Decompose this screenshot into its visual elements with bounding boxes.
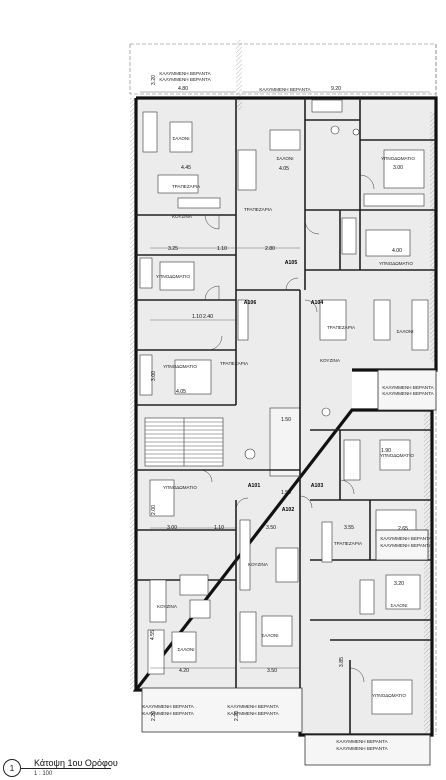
room-label: ΚΑΛΥΜΜΕΝΗ ΒΕΡΑΝΤΑ [227, 704, 279, 709]
room-label: ΥΠΝΟΔΩΜΑΤΙΟ [156, 274, 190, 279]
dim-label: 2.80 [265, 246, 275, 252]
southeast-balcony [304, 734, 431, 766]
unit-codes: A101 A102 A103 A104 A105 A106 [244, 260, 324, 513]
west-wall-hatch [130, 98, 137, 690]
dim-label: 3.00 [167, 525, 177, 531]
room-label: ΥΠΝΟΔΩΜΑΤΙΟ [163, 485, 197, 490]
dim-label: 4.80 [178, 86, 188, 92]
east-wall-hatch [430, 112, 436, 362]
dim-label: 4.05 [176, 389, 186, 395]
dim-label: 3.00 [151, 371, 157, 381]
drawing-marker: 1 [3, 759, 21, 777]
dim-label: 1.10 [192, 314, 202, 320]
room-label: ΚΑΛΥΜΜΕΝΗ ΒΕΡΑΝΤΑ [382, 391, 434, 396]
room-label: ΥΠΝΟΔΩΜΑΤΙΟ [163, 364, 197, 369]
east-balcony [377, 369, 437, 411]
dim-label: 3.20 [151, 75, 157, 85]
dim-label: 3.00 [393, 165, 403, 171]
dim-label: 9.20 [331, 86, 341, 92]
room-label: ΤΡΑΠΕΖΑΡΙΑ [334, 541, 363, 546]
room-label: ΤΡΑΠΕΖΑΡΙΑ [244, 207, 273, 212]
caption-rule [21, 768, 111, 769]
room-labels: ΚΑΛΥΜΜΕΝΗ ΒΕΡΑΝΤΑ ΚΑΛΥΜΜΕΝΗ ΒΕΡΑΝΤΑ ΚΑΛΥ… [142, 71, 434, 751]
unit-code: A102 [282, 507, 295, 513]
unit-code: A105 [285, 260, 298, 266]
dim-label: 2.40 [203, 314, 213, 320]
dim-label: 4.45 [181, 165, 191, 171]
dim-label: 4.00 [392, 248, 402, 254]
room-label: ΚΑΛΥΜΜΕΝΗ ΒΕΡΑΝΤΑ [159, 77, 211, 82]
dim-label: 3.20 [394, 581, 404, 587]
room-label: ΣΑΛΟΝΙ [276, 156, 293, 161]
room-label: ΚΟΥΖΙΝΑ [172, 214, 193, 219]
unit-code: A104 [311, 300, 324, 306]
dim-label: 2.20 [151, 711, 157, 721]
room-label: ΤΡΑΠΕΖΑΡΙΑ [220, 361, 249, 366]
unit-code: A103 [311, 483, 324, 489]
room-label: ΥΠΝΟΔΩΜΑΤΙΟ [379, 261, 413, 266]
room-label: ΚΑΛΥΜΜΕΝΗ ΒΕΡΑΝΤΑ [380, 543, 432, 548]
room-label: ΚΑΛΥΜΜΕΝΗ ΒΕΡΑΝΤΑ [336, 746, 388, 751]
east-balcony-lower [375, 529, 429, 561]
room-label: ΚΑΛΥΜΜΕΝΗ ΒΕΡΑΝΤΑ [142, 704, 194, 709]
dim-label: 1.50 [281, 417, 291, 423]
room-label: ΣΑΛΟΝΙ [396, 329, 413, 334]
dimension-labels: 4.80 9.20 3.20 4.45 4.05 3.00 3.25 1.10 … [150, 75, 408, 721]
dim-label: 4.20 [179, 668, 189, 674]
room-label: ΣΑΛΟΝΙ [177, 647, 194, 652]
dim-label: 1.10 [214, 525, 224, 531]
lift-shaft [269, 407, 301, 477]
room-label: ΣΑΛΟΝΙ [261, 633, 278, 638]
dimension-lines [140, 91, 430, 669]
room-label: ΚΑΛΥΜΜΕΝΗ ΒΕΡΑΝΤΑ [159, 71, 211, 76]
drawing-scale: 1 : 100 [34, 771, 53, 777]
door-swings [199, 174, 375, 683]
dim-label: 3.25 [168, 246, 178, 252]
staircase [144, 417, 224, 467]
dim-label: 1.50 [281, 490, 291, 496]
drawing-title: Κάτοψη 1ου Ορόφου [34, 758, 118, 768]
furniture [139, 99, 429, 715]
dim-label: 3.85 [339, 657, 345, 667]
unit-code: A106 [244, 300, 257, 306]
room-label: ΣΑΛΟΝΙ [390, 603, 407, 608]
dim-label: 2.00 [151, 505, 157, 515]
room-label: ΣΑΛΟΝΙ [172, 136, 189, 141]
room-label: ΤΡΑΠΕΖΑΡΙΑ [327, 325, 356, 330]
room-label: ΥΠΝΟΔΩΜΑΤΙΟ [372, 693, 406, 698]
room-label: ΚΑΛΥΜΜΕΝΗ ΒΕΡΑΝΤΑ [336, 739, 388, 744]
dim-label: 3.55 [344, 525, 354, 531]
room-label: ΚΑΛΥΜΜΕΝΗ ΒΕΡΑΝΤΑ [142, 711, 194, 716]
dim-label: 4.05 [279, 166, 289, 172]
south-balcony [141, 687, 303, 733]
dim-label: 4.55 [150, 630, 156, 640]
dim-label: 3.50 [267, 668, 277, 674]
dim-label: 2.65 [398, 526, 408, 532]
dim-label: 2.20 [234, 711, 240, 721]
dim-label: 1.10 [217, 246, 227, 252]
unit-code: A101 [248, 483, 261, 489]
room-label: ΥΠΝΟΔΩΜΑΤΙΟ [380, 453, 414, 458]
room-label: ΚΑΛΥΜΜΕΝΗ ΒΕΡΑΝΤΑ [259, 87, 311, 92]
room-label: ΚΟΥΖΙΝΑ [320, 358, 341, 363]
room-label: ΚΟΥΖΙΝΑ [248, 562, 269, 567]
room-label: ΥΠΝΟΔΩΜΑΤΙΟ [381, 156, 415, 161]
east-wall-hatch-lower [424, 410, 432, 735]
room-label: ΤΡΑΠΕΖΑΡΙΑ [172, 184, 201, 189]
room-label: ΚΑΛΥΜΜΕΝΗ ΒΕΡΑΝΤΑ [380, 536, 432, 541]
room-label: ΚΟΥΖΙΝΑ [157, 604, 178, 609]
dim-label: 1.90 [381, 448, 391, 454]
room-label: ΚΑΛΥΜΜΕΝΗ ΒΕΡΑΝΤΑ [227, 711, 279, 716]
dim-label: 3.50 [266, 525, 276, 531]
room-label: ΚΑΛΥΜΜΕΝΗ ΒΕΡΑΝΤΑ [382, 385, 434, 390]
